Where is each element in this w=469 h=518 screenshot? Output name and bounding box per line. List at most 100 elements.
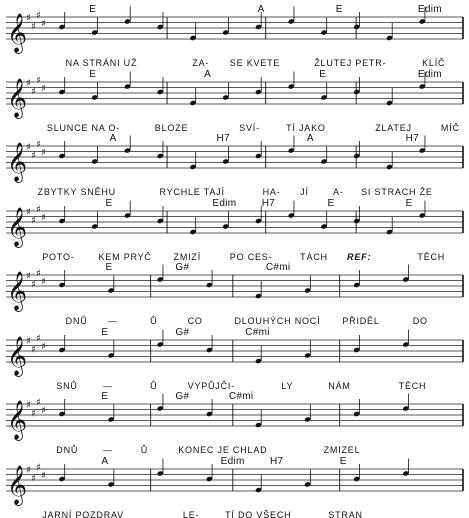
chord-label: Edim <box>417 4 442 15</box>
note-head-icon <box>206 282 213 288</box>
chord-label: E <box>105 197 113 209</box>
note-head-icon <box>91 30 98 35</box>
note-head-icon <box>386 100 393 105</box>
note-head-icon <box>157 470 164 476</box>
note-head-icon <box>353 411 360 417</box>
note-head-icon <box>157 406 164 411</box>
staff-svg: 𝄞♯♯♯♯ <box>6 264 464 312</box>
note-head-icon <box>157 24 164 30</box>
lyric-syllable: TĚCH <box>417 251 446 262</box>
lyric-syllable: SLUNCE NA O- <box>46 122 121 133</box>
lyric-syllable: TÁCH <box>300 251 328 262</box>
lyric-syllable: JARNÍ POZDRAV <box>42 509 124 518</box>
lyric-syllable: RYCHLE TAJÍ <box>159 187 225 197</box>
staff-svg: 𝄞♯♯♯♯ <box>6 135 464 183</box>
sharp-icon: ♯ <box>41 470 46 481</box>
chord-label: C#mi <box>245 326 270 338</box>
note-head-icon <box>59 411 65 417</box>
note-head-icon <box>255 153 262 159</box>
chord-label: A <box>306 133 314 144</box>
note-head-icon <box>419 19 426 24</box>
chord-label: E <box>89 68 97 80</box>
treble-clef-icon: 𝄞 <box>7 78 27 119</box>
chord-label: G# <box>175 262 190 273</box>
note-head-icon <box>190 229 196 234</box>
note-head-icon <box>304 417 311 422</box>
note-head-icon <box>222 223 229 229</box>
chord-label: H7 <box>405 133 419 144</box>
note-head-icon <box>59 24 65 30</box>
note-head-icon <box>59 347 65 352</box>
note-head-icon <box>321 94 327 100</box>
note-head-icon <box>190 100 196 105</box>
lyric-syllable: DNŮ <box>56 445 79 455</box>
note-head-icon <box>402 470 409 476</box>
note-head-icon <box>59 282 65 288</box>
lyric-syllable: MÍČ <box>440 122 460 133</box>
lyric-syllable: SVÍ- <box>239 122 260 133</box>
sharp-icon: ♯ <box>41 148 46 159</box>
sharp-icon: ♯ <box>26 78 31 89</box>
treble-clef-icon: 𝄞 <box>7 142 27 183</box>
note-head-icon <box>124 83 131 89</box>
staff-svg: 𝄞♯♯♯♯ <box>6 71 464 119</box>
sharp-icon: ♯ <box>36 10 41 21</box>
note-head-icon <box>222 94 229 100</box>
lyric-syllable: KLÍČ <box>422 58 446 68</box>
lyric-syllable: VYPŮJČI- <box>187 380 235 391</box>
lyric-syllable: BLOZE <box>154 122 189 133</box>
chord-label: E <box>101 391 109 402</box>
chord-label: A <box>109 133 117 144</box>
note-head-icon <box>419 212 426 218</box>
note-head-icon <box>353 476 360 481</box>
chord-label: A <box>101 455 109 467</box>
lyric-syllable: ZMIZEL <box>323 445 361 455</box>
note-head-icon <box>255 487 262 492</box>
note-head-icon <box>157 89 164 94</box>
lyric-syllable: LY <box>281 380 294 391</box>
lyric-syllable: ZBYTKY SNĚHU <box>37 187 116 197</box>
sharp-icon: ♯ <box>26 465 31 476</box>
note-head-icon <box>321 30 327 35</box>
lyric-syllable: SI STRACH ŽE <box>361 187 433 197</box>
lyric-syllable: KONEC JE CHLAD <box>178 445 268 455</box>
note-head-icon <box>255 24 262 30</box>
note-head-icon <box>353 89 360 94</box>
note-head-icon <box>255 218 262 223</box>
chord-label: A <box>204 68 212 80</box>
chord-label: E <box>405 197 413 209</box>
note-head-icon <box>108 352 115 358</box>
lyric-syllable: DNŮ <box>65 316 88 326</box>
sharp-icon: ♯ <box>41 212 46 223</box>
chord-label: C#mi <box>228 391 254 402</box>
sharp-icon: ♯ <box>31 408 36 419</box>
lyric-syllable: Ů <box>150 380 158 391</box>
note-head-icon <box>222 30 229 35</box>
note-head-icon <box>288 83 295 89</box>
sharp-icon: ♯ <box>26 207 31 218</box>
chord-label: Edim <box>417 68 442 80</box>
chord-label: E <box>319 68 327 80</box>
note-head-icon <box>304 288 311 293</box>
note-head-icon <box>304 481 311 487</box>
chord-label: A <box>257 4 265 15</box>
staff-svg: 𝄞♯♯♯♯ <box>6 393 464 441</box>
note-head-icon <box>353 218 360 223</box>
lyric-syllable: DO <box>412 316 428 326</box>
refrain-label: REF: <box>347 251 372 262</box>
note-head-icon <box>402 406 409 411</box>
treble-clef-icon: 𝄞 <box>7 400 27 441</box>
chord-label: G# <box>175 326 190 338</box>
note-head-icon <box>91 159 98 164</box>
note-head-icon <box>419 83 426 89</box>
chord-label: E <box>101 326 109 338</box>
treble-clef-icon: 𝄞 <box>7 465 27 506</box>
treble-clef-icon: 𝄞 <box>7 207 27 248</box>
